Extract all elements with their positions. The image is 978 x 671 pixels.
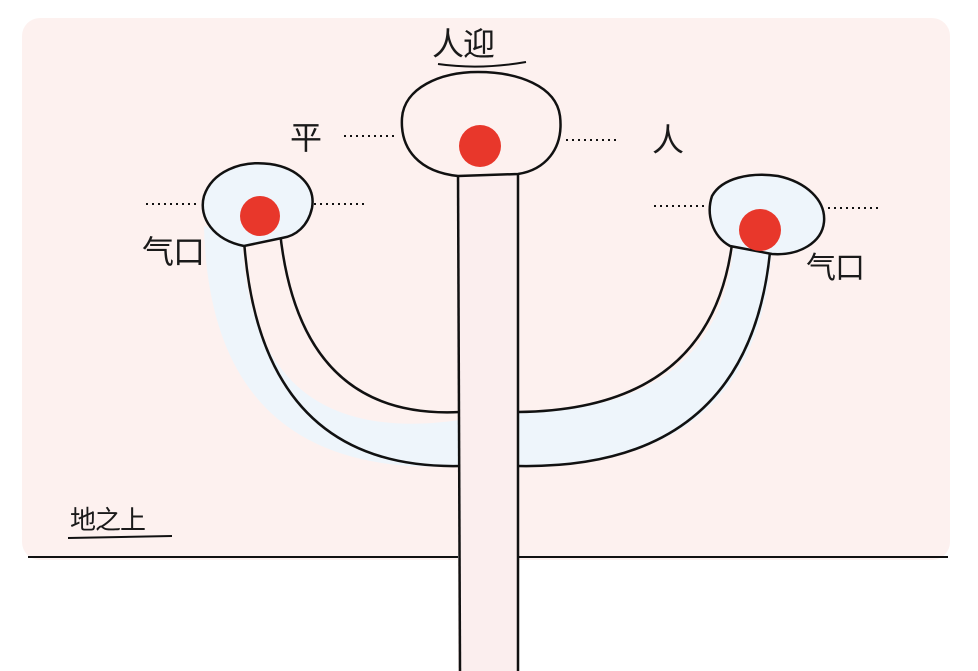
ground-label-underline xyxy=(67,535,173,539)
right-red-dot xyxy=(739,209,781,251)
right-branch-outline-outer xyxy=(517,251,772,468)
left-red-dot xyxy=(240,196,280,236)
label-ren: 人 xyxy=(652,121,685,159)
top-label-underline xyxy=(437,61,527,68)
label-ping: 平 xyxy=(290,119,323,157)
top-bulb xyxy=(400,70,562,178)
left-branch-tube xyxy=(204,226,460,467)
label-renying: 人迎 xyxy=(432,25,495,63)
stem-left-edge xyxy=(456,169,462,671)
top-red-dot xyxy=(459,125,501,167)
right-branch-tube xyxy=(518,242,772,467)
main-stem xyxy=(458,168,518,671)
label-ground: 地之上 xyxy=(70,506,146,536)
label-qikou-left: 气口 xyxy=(142,233,205,271)
left-branch-outline-outer xyxy=(242,239,461,468)
left-branch-outline-inner xyxy=(278,231,461,414)
right-branch-outline-inner xyxy=(517,243,734,414)
label-qikou-right: 气口 xyxy=(806,251,865,286)
